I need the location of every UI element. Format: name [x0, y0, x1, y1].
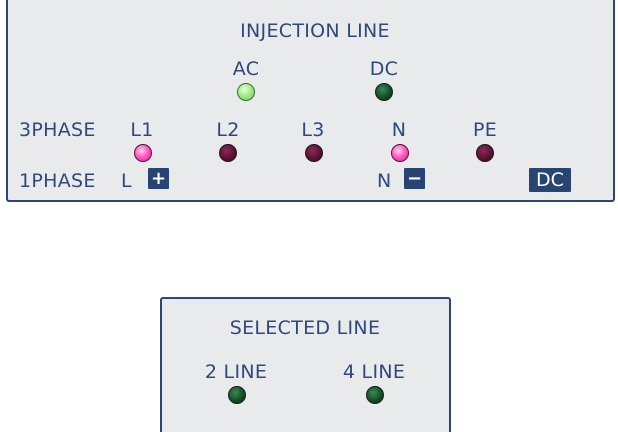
dc-button[interactable]: DC: [529, 168, 571, 192]
injection-line-title: INJECTION LINE: [240, 20, 390, 42]
line2-indicator-led: [228, 386, 246, 404]
minus-button[interactable]: −: [404, 168, 425, 189]
l2-indicator-led: [219, 144, 237, 162]
l1-label: L1: [130, 119, 154, 141]
ac-indicator-led: [237, 83, 255, 101]
l3-label: L3: [301, 119, 325, 141]
n-indicator-led: [391, 144, 409, 162]
l-label: L: [121, 170, 132, 192]
line4-indicator-led: [366, 386, 384, 404]
l1-indicator-led: [134, 144, 152, 162]
pe-label: PE: [472, 119, 498, 141]
n-label: N: [391, 119, 407, 141]
l2-label: L2: [216, 119, 240, 141]
selected-line-title: SELECTED LINE: [229, 317, 381, 339]
pe-indicator-led: [476, 144, 494, 162]
plus-button[interactable]: +: [148, 168, 169, 189]
l3-indicator-led: [305, 144, 323, 162]
dc-label: DC: [369, 58, 399, 80]
row-1phase-label: 1PHASE: [19, 170, 96, 192]
injection-line-panel: INJECTION LINE AC DC 3PHASE L1 L2 L3 N P…: [6, 0, 615, 202]
dc-indicator-led: [375, 83, 393, 101]
line4-label: 4 LINE: [342, 361, 406, 383]
row-3phase-label: 3PHASE: [19, 119, 96, 141]
selected-line-panel: SELECTED LINE 2 LINE 4 LINE: [160, 297, 451, 432]
n-1phase-label: N: [377, 170, 392, 192]
line2-label: 2 LINE: [204, 361, 268, 383]
ac-label: AC: [232, 58, 260, 80]
